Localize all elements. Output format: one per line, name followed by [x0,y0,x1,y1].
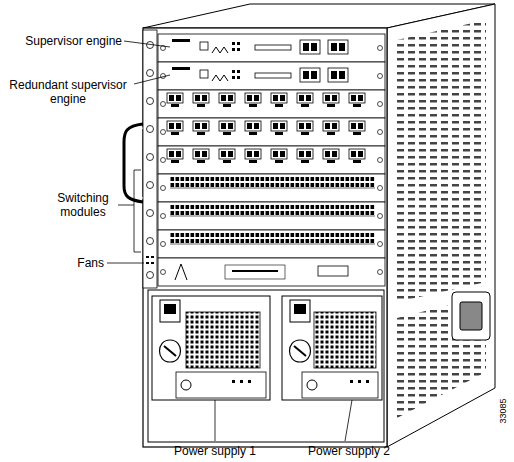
side-vents [397,296,486,418]
part-label: Supervisor engine [2,34,122,48]
chassis-front [143,28,387,447]
part-label: Power supply 1 [163,444,267,458]
power-supply [282,296,382,400]
supervisor-faceplate [172,39,348,54]
power-supply [152,296,270,400]
side-handle [460,302,482,330]
fiber-ports [166,118,374,146]
side-handle [452,292,490,340]
power-bay [148,290,384,442]
blank-panel [175,264,348,280]
module-slots [158,34,385,286]
front-handle [128,128,143,198]
fan-leds [146,256,154,264]
figure-number: 33085 [496,391,510,431]
leader-lines [107,41,352,441]
fiber-ports [166,90,374,118]
part-label: Switching modules [50,191,116,219]
slot-screws [161,46,383,275]
front-handle [124,124,143,202]
chassis-side [387,4,495,447]
side-vents [397,20,486,302]
fiber-ports [166,146,374,174]
part-label: Redundant supervisor engine [4,78,132,106]
flange-screws [147,42,154,279]
part-label: Fans [56,256,104,270]
rj45-ports [170,174,375,258]
mounting-flange [143,30,157,288]
part-label: Power supply 2 [297,444,401,458]
supervisor-faceplate [172,67,348,82]
